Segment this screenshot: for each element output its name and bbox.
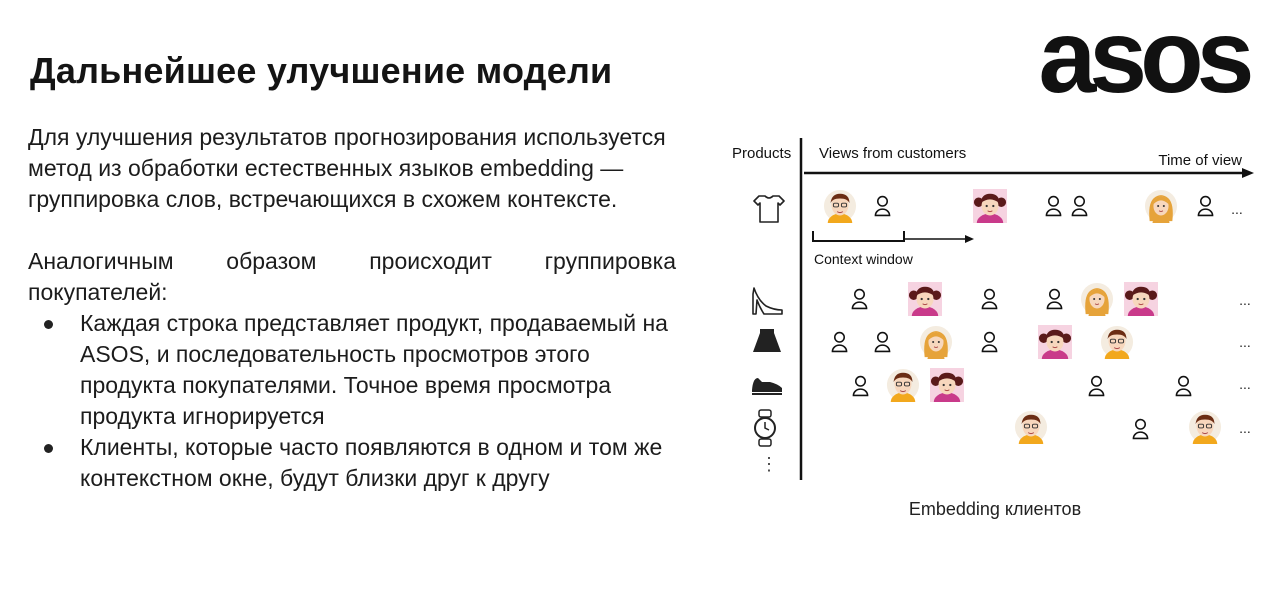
sneaker-icon [752, 378, 782, 395]
embedding-diagram: Products Views from customers Time of vi… [732, 138, 1254, 480]
girl-avatar [1124, 282, 1158, 316]
intro-paragraph: Для улучшения результатов прогнозировани… [28, 124, 666, 212]
user-outline-icon [831, 331, 848, 353]
boy-avatar [1014, 410, 1048, 444]
more-products-ellipsis: ⋮ [760, 454, 778, 474]
row-ellipsis: ... [1239, 376, 1251, 392]
boy-avatar [1100, 325, 1134, 359]
girl-avatar [1038, 325, 1072, 359]
girl-avatar [930, 368, 964, 402]
diagram-caption: Embedding клиентов [908, 499, 1082, 519]
blonde-avatar [919, 325, 953, 359]
bullet-list: Каждая строка представляет продукт, прод… [28, 308, 676, 494]
row-ellipsis: ... [1239, 292, 1251, 308]
context-window-label: Context window [814, 251, 914, 267]
user-outline-icon [1088, 375, 1105, 397]
blonde-avatar [1080, 282, 1114, 316]
logo-text: asos [1038, 14, 1250, 104]
row-ellipsis: ... [1231, 201, 1243, 217]
row-ellipsis: ... [1239, 420, 1251, 436]
user-outline-icon [874, 331, 891, 353]
watch-icon [754, 409, 776, 447]
grouping-paragraph: Аналогичным образом происходит группиров… [28, 248, 676, 305]
user-outline-icon [1071, 195, 1088, 217]
user-outline-icon [1132, 418, 1149, 440]
user-outline-icon [1175, 375, 1192, 397]
user-outline-icon [981, 288, 998, 310]
blonde-avatar [1144, 189, 1178, 223]
user-outline-icon [874, 195, 891, 217]
boy-avatar [823, 189, 857, 223]
boy-avatar [886, 368, 920, 402]
user-outline-icon [1045, 195, 1062, 217]
user-outline-icon [1046, 288, 1063, 310]
skirt-icon [753, 329, 781, 352]
asos-logo: asos [1038, 14, 1256, 104]
tshirt-icon [753, 195, 785, 223]
user-outline-icon [981, 331, 998, 353]
context-window-bracket [812, 231, 905, 242]
user-outline-icon [851, 288, 868, 310]
context-window-arrowhead [965, 235, 974, 243]
text-column: Для улучшения результатов прогнозировани… [28, 122, 676, 494]
bullet-item: Каждая строка представляет продукт, прод… [28, 308, 676, 432]
slide-title: Дальнейшее улучшение модели [30, 50, 613, 91]
girl-avatar [973, 189, 1007, 223]
products-label: Products [732, 145, 791, 162]
time-label: Time of view [1158, 152, 1242, 169]
user-outline-icon [1197, 195, 1214, 217]
row-ellipsis: ... [1239, 334, 1251, 350]
user-outline-icon [852, 375, 869, 397]
high-heel-icon [752, 287, 783, 315]
time-axis-arrowhead [1242, 168, 1254, 178]
views-label: Views from customers [819, 145, 966, 162]
boy-avatar [1188, 410, 1222, 444]
girl-avatar [908, 282, 942, 316]
bullet-item: Клиенты, которые часто появляются в одно… [28, 432, 676, 494]
